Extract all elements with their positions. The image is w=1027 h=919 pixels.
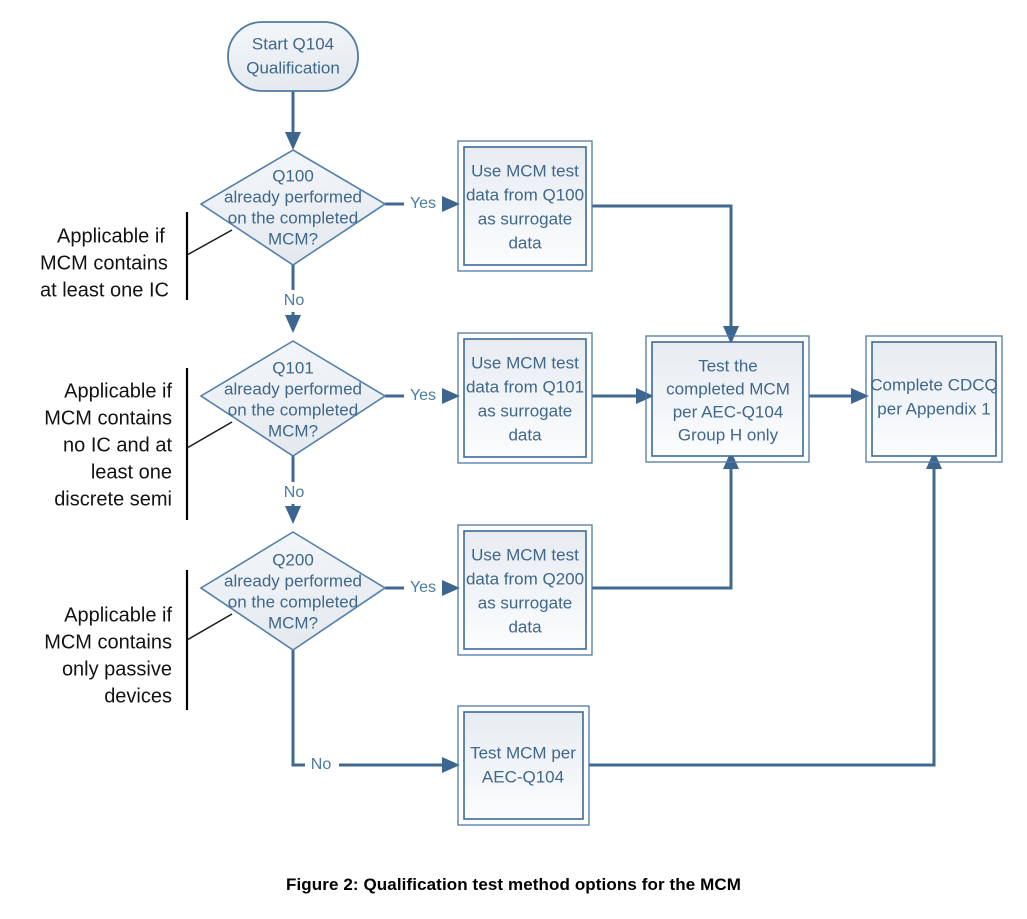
node-surrogate-q101[interactable]: Use MCM test data from Q101 as surrogate… <box>457 332 593 464</box>
edge-label-q100-yes: Yes <box>410 195 436 212</box>
node-test-group-h-line-1: completed MCM <box>666 379 790 398</box>
node-surrogate-q100-line-1: data from Q100 <box>466 185 584 204</box>
edge-label-q200-no: No <box>311 756 332 773</box>
connector-q200-no-to-test-mcm <box>291 650 460 773</box>
node-q200-line-1: already performed <box>224 571 362 590</box>
note-discrete-line-0: Applicable if <box>64 380 172 402</box>
note-discrete-line-4: discrete semi <box>54 488 172 510</box>
bracket-note-passive <box>185 570 233 710</box>
node-surrogate-q100[interactable]: Use MCM test data from Q100 as surrogate… <box>457 140 593 272</box>
node-surrogate-q101-line-0: Use MCM test <box>471 353 579 372</box>
edge-label-q100-yes-bg <box>404 192 442 214</box>
node-q101-line-0: Q101 <box>272 358 314 377</box>
node-decision-q200[interactable]: Q200 already performed on the completed … <box>199 531 387 651</box>
node-surrogate-q101-line-1: data from Q101 <box>466 377 584 396</box>
connector-surrogate-q200-to-test-group-h <box>592 451 739 590</box>
node-q200-line-2: on the completed <box>228 592 358 611</box>
connector-surrogate-q100-to-test-group-h <box>592 204 739 344</box>
node-q101-line-1: already performed <box>224 379 362 398</box>
node-test-group-h[interactable]: Test the completed MCM per AEC-Q104 Grou… <box>645 335 810 463</box>
node-start-line-0: Start Q104 <box>252 34 334 53</box>
node-q200-line-0: Q200 <box>272 550 314 569</box>
node-q101-line-3: MCM? <box>268 421 318 440</box>
node-q100-line-2: on the completed <box>228 208 358 227</box>
node-surrogate-q200-line-2: as surrogate <box>478 593 573 612</box>
note-discrete-line-3: least one <box>91 461 172 483</box>
connector-test-group-h-to-complete-cdcq <box>809 388 869 404</box>
node-surrogate-q101-line-2: as surrogate <box>478 401 573 420</box>
node-surrogate-q101-line-3: data <box>508 425 542 444</box>
node-test-mcm[interactable]: Test MCM per AEC-Q104 <box>457 705 590 826</box>
node-test-group-h-line-2: per AEC-Q104 <box>673 402 784 421</box>
node-surrogate-q100-line-3: data <box>508 233 542 252</box>
edge-label-q100-no: No <box>284 292 305 309</box>
edge-label-q200-yes: Yes <box>410 579 436 596</box>
note-ic-line-1: MCM contains <box>40 252 168 274</box>
node-q100-line-3: MCM? <box>268 229 318 248</box>
node-test-group-h-line-0: Test the <box>698 356 758 375</box>
note-ic-line-0: Applicable if <box>57 225 165 247</box>
node-complete-cdcq[interactable]: Complete CDCQ per Appendix 1 <box>865 335 1003 463</box>
edge-label-q101-no-bg <box>278 482 310 504</box>
edge-label-q101-yes: Yes <box>410 387 436 404</box>
edge-label-q200-yes-bg <box>404 577 442 599</box>
bracket-note-discrete <box>185 368 233 520</box>
edge-label-q101-no: No <box>284 484 305 501</box>
node-surrogate-q100-line-2: as surrogate <box>478 209 573 228</box>
node-surrogate-q200-line-0: Use MCM test <box>471 545 579 564</box>
bracket-note-ic <box>185 212 233 300</box>
node-surrogate-q200-line-3: data <box>508 617 542 636</box>
node-start-line-1: Qualification <box>246 58 340 77</box>
note-discrete-line-1: MCM contains <box>44 407 172 429</box>
node-surrogate-q100-line-0: Use MCM test <box>471 161 579 180</box>
node-test-mcm-line-0: Test MCM per <box>470 743 576 762</box>
node-q200-line-3: MCM? <box>268 613 318 632</box>
note-passive-line-2: only passive <box>62 658 172 680</box>
edge-label-q200-no-bg <box>305 754 339 776</box>
note-applicable-passive: Applicable if MCM contains only passive … <box>44 604 172 707</box>
node-surrogate-q200[interactable]: Use MCM test data from Q200 as surrogate… <box>457 524 593 656</box>
node-surrogate-q200-line-1: data from Q200 <box>466 569 584 588</box>
connector-start-to-q100 <box>285 91 301 150</box>
figure-caption: Figure 2: Qualification test method opti… <box>285 875 742 894</box>
node-q101-line-2: on the completed <box>228 400 358 419</box>
node-decision-q100[interactable]: Q100 already performed on the completed … <box>199 149 387 266</box>
note-applicable-ic: Applicable if MCM contains at least one … <box>40 225 169 301</box>
note-passive-line-0: Applicable if <box>64 604 172 626</box>
note-passive-line-3: devices <box>104 685 172 707</box>
connector-test-mcm-to-complete-cdcq <box>589 451 942 767</box>
node-complete-cdcq-line-1: per Appendix 1 <box>877 399 990 418</box>
node-test-group-h-line-3: Group H only <box>678 425 779 444</box>
note-applicable-discrete: Applicable if MCM contains no IC and at … <box>44 380 172 510</box>
node-start[interactable]: Start Q104 Qualification <box>227 21 359 92</box>
edge-label-q100-no-bg <box>278 290 310 312</box>
node-test-mcm-line-1: AEC-Q104 <box>482 767 564 786</box>
node-q100-line-0: Q100 <box>272 166 314 185</box>
node-decision-q101[interactable]: Q101 already performed on the completed … <box>199 340 387 457</box>
node-q100-line-1: already performed <box>224 187 362 206</box>
note-ic-line-2: at least one IC <box>40 279 169 301</box>
note-passive-line-1: MCM contains <box>44 631 172 653</box>
note-discrete-line-2: no IC and at <box>63 434 172 456</box>
edge-label-q101-yes-bg <box>404 384 442 406</box>
node-complete-cdcq-line-0: Complete CDCQ <box>870 375 998 394</box>
connector-surrogate-q101-to-test-group-h <box>592 388 654 404</box>
